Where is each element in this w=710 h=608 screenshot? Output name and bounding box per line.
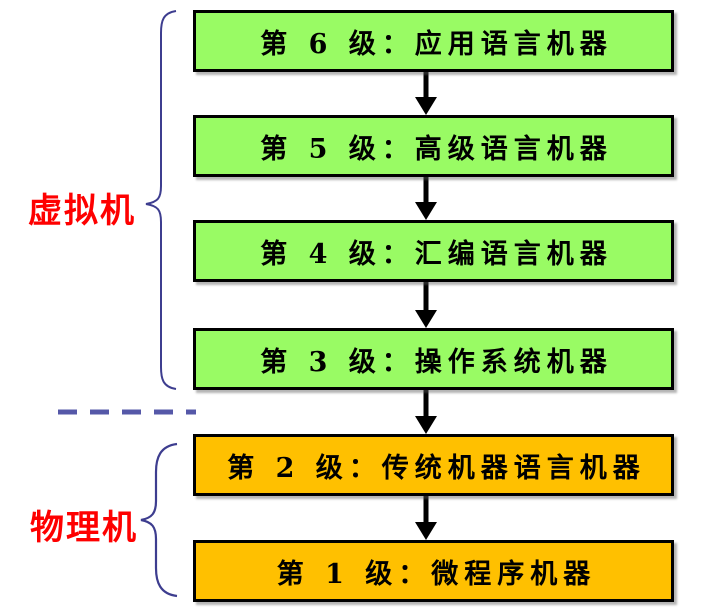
level-box-5: 第 5 级：高级语言机器 xyxy=(193,115,674,177)
group-label-virtual-machine: 虚拟机 xyxy=(28,191,136,231)
level-box-3: 第 3 级：操作系统机器 xyxy=(193,328,674,390)
virtual-group-brace-icon xyxy=(145,10,177,390)
group-label-physical-machine: 物理机 xyxy=(30,508,138,548)
level-box-4: 第 4 级：汇编语言机器 xyxy=(193,220,674,282)
flow-arrow-3-to-2 xyxy=(415,390,437,434)
physical-group-brace-icon xyxy=(140,442,178,598)
flow-arrow-5-to-4 xyxy=(415,177,437,220)
level-box-1: 第 1 级：微程序机器 xyxy=(193,540,674,602)
flow-arrow-6-to-5 xyxy=(415,72,437,115)
flow-arrow-2-to-1 xyxy=(415,496,437,540)
level-box-6: 第 6 级：应用语言机器 xyxy=(193,10,674,72)
flow-arrow-4-to-3 xyxy=(415,282,437,328)
level-box-2: 第 2 级：传统机器语言机器 xyxy=(193,434,674,496)
